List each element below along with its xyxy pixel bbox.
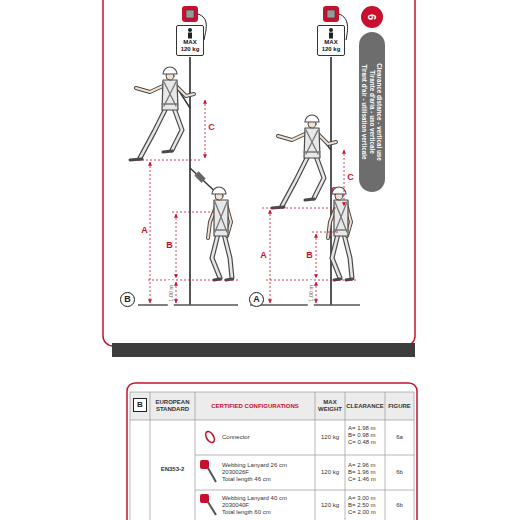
table-cell: B= 2.50 m	[348, 502, 385, 509]
dimension-letter: C	[207, 122, 216, 133]
max-load-box-text: MAX 120 kg	[319, 39, 343, 53]
dimension-letter: B	[165, 240, 174, 251]
table-cell: 6b	[385, 469, 414, 476]
max-load-box: MAX 120 kg	[317, 25, 345, 56]
table-cell: 120 kg	[315, 502, 345, 509]
table-cell: 2030040F	[222, 502, 314, 509]
table-cell: C= 0.48 m	[348, 439, 385, 446]
row-icons	[200, 430, 216, 515]
table-cell: 120 kg	[315, 434, 345, 441]
table-cell: C= 1.46 m	[348, 476, 385, 483]
title-band-text: Tirante d'aria - uso verticale	[368, 70, 375, 153]
step-number-circle: 6	[361, 6, 383, 28]
table-cell: 2030026F	[222, 469, 314, 476]
dimension-value: 1.00 m	[168, 280, 174, 306]
table-cell: Webbing Lanyard 40 cm	[222, 495, 314, 502]
dimension-letter: A	[259, 250, 268, 261]
step-number-circle-text: 6	[366, 14, 379, 20]
figure-marker-text: B	[124, 294, 131, 304]
table-cell: Total length 60 cm	[222, 509, 314, 516]
panel-frame	[103, 0, 415, 357]
title-band-text: Clearance distance - vertical use	[376, 63, 383, 161]
table-cell: EN353-2	[151, 466, 194, 473]
dimension-value: 1.00 m	[308, 280, 314, 306]
title-band: Clearance distance - vertical useTirante…	[359, 32, 385, 192]
table-cell: 6b	[385, 502, 414, 509]
table-header: EUROPEAN STANDARD	[151, 399, 194, 413]
rotated-text-block: 6	[361, 6, 383, 28]
dimension-letter: B	[305, 250, 314, 261]
table-cell: Webbing Lanyard 26 cm	[222, 462, 314, 469]
table-marker: B	[133, 398, 147, 412]
table-cell: 6a	[385, 434, 414, 441]
table-cell: B= 0.98 m	[348, 432, 385, 439]
table-cell: B= 1.96 m	[348, 469, 385, 476]
table-cell: 120 kg	[315, 469, 345, 476]
table-cell: Total length 46 cm	[222, 476, 314, 483]
max-load-box-text: MAX 120 kg	[178, 39, 202, 53]
configuration-table	[127, 383, 417, 520]
table-header: CLEARANCE	[345, 403, 385, 410]
table-cell: C= 2.00 m	[348, 509, 385, 516]
figure-a	[250, 6, 360, 305]
table-cell: Connector	[222, 434, 314, 441]
table-cell: A= 3.00 m	[348, 495, 385, 502]
table-marker-text: B	[137, 400, 143, 409]
max-load-box: MAX 120 kg	[176, 25, 204, 56]
title-band-text: Tirant d'air - utilisation verticale	[361, 65, 368, 160]
figure-marker: B	[120, 292, 135, 307]
table-header: MAX WEIGHT	[316, 399, 344, 413]
figure-marker-text: A	[253, 294, 260, 304]
rotated-text-block: Clearance distance - vertical useTirante…	[359, 32, 385, 192]
table-cell: A= 2.96 m	[348, 462, 385, 469]
table-header: CERTIFIED CONFIGURATIONS	[196, 403, 314, 410]
figure-marker: A	[249, 292, 264, 307]
figure-b	[130, 6, 240, 305]
table-cell: A= 1.98 m	[348, 425, 385, 432]
table-header: FIGURE	[385, 403, 414, 410]
dimension-letter: A	[140, 225, 149, 236]
dimension-letter: C	[346, 172, 355, 183]
